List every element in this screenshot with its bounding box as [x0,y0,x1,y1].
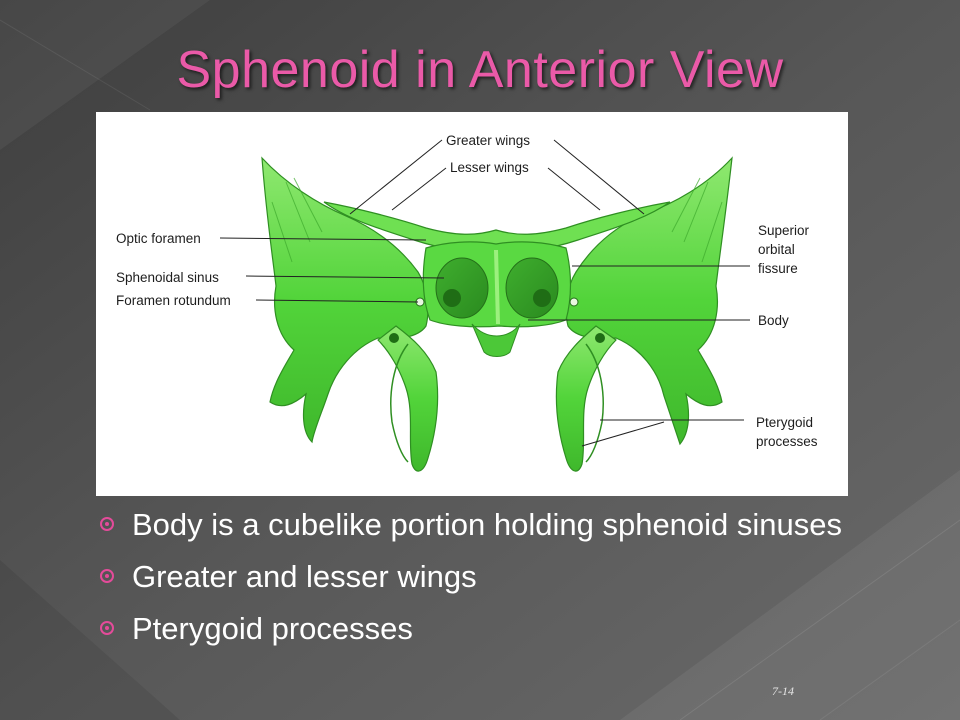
right-sinus [505,257,559,319]
page-number: 7-14 [772,684,794,698]
bullet-item: Greater and lesser wings [100,558,940,596]
bullet-icon [100,517,114,531]
left-greater-wing [261,156,429,444]
label-superior: Superior [758,223,810,238]
label-foramen-rotundum: Foramen rotundum [116,293,231,308]
label-lesser-wings: Lesser wings [450,160,529,175]
bullet-text: Pterygoid processes [132,611,413,646]
label-processes: processes [756,434,818,449]
left-pterygoid-process [377,325,439,472]
label-greater-wings: Greater wings [446,133,530,148]
bullet-item: Pterygoid processes [100,610,940,648]
label-optic-foramen: Optic foramen [116,231,201,246]
left-sinus [435,257,489,319]
label-fissure: fissure [758,261,798,276]
bullet-text: Greater and lesser wings [132,559,477,594]
label-sphenoidal-sinus: Sphenoidal sinus [116,270,219,285]
sphenoid-figure: Greater wings Lesser wings Optic foramen… [96,112,848,496]
bullet-list: Body is a cubelike portion holding sphen… [100,506,940,662]
bullet-icon [100,569,114,583]
bullet-item: Body is a cubelike portion holding sphen… [100,506,940,544]
sphenoid-illustration: Greater wings Lesser wings Optic foramen… [116,133,818,472]
leader-lines [219,139,750,447]
label-orbital: orbital [758,242,795,257]
right-greater-wing [565,156,733,446]
bullet-icon [100,621,114,635]
bullet-text: Body is a cubelike portion holding sphen… [132,507,843,542]
slide-title: Sphenoid in Anterior View [176,41,784,99]
label-pterygoid: Pterygoid [756,415,813,430]
right-pterygoid-process [555,325,617,472]
label-body: Body [758,313,789,328]
